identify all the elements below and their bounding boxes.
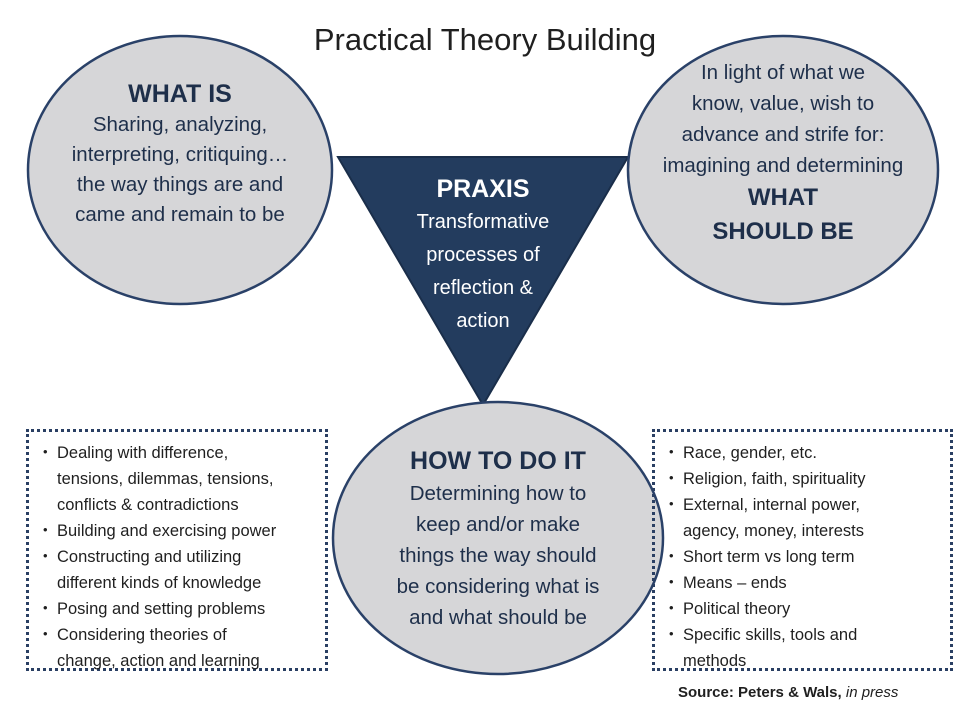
how-to-do-it-line: things the way should	[399, 544, 597, 567]
bullet-continuation: different kinds of knowledge	[57, 574, 262, 592]
right-factors-box: Race, gender, etc.Religion, faith, spiri…	[652, 429, 953, 671]
praxis-line: reflection &	[432, 277, 534, 299]
bullet-continuation: agency, money, interests	[683, 522, 864, 540]
what-is-heading: WHAT IS	[128, 80, 232, 108]
praxis-line: Transformative	[416, 211, 550, 233]
what-is-line: came and remain to be	[75, 203, 285, 226]
praxis-triangle	[336, 156, 630, 407]
how-to-do-it-line: Determining how to	[409, 482, 587, 505]
source-status: in press	[845, 684, 899, 701]
praxis-heading: PRAXIS	[436, 175, 530, 203]
what-is-line: interpreting, critiquing…	[71, 143, 289, 166]
what-should-be-line: advance and strife for:	[681, 123, 885, 146]
bullet-item: Specific skills, tools and	[661, 621, 944, 648]
what-should-be-line: imagining and determining	[662, 154, 904, 177]
what-should-be-block: In light of what we know, value, wish to…	[628, 57, 938, 249]
source-authors: Peters & Wals,	[738, 684, 842, 701]
bullet-item: Race, gender, etc.	[661, 439, 944, 466]
right-factors-list: Race, gender, etc.Religion, faith, spiri…	[661, 439, 944, 674]
what-is-ellipse	[26, 34, 334, 306]
bullet-item: Religion, faith, spirituality	[661, 465, 944, 492]
how-to-do-it-line: be considering what is	[396, 575, 600, 598]
what-should-be-heading: SHOULD BE	[712, 218, 854, 245]
source-citation: Source: Peters & Wals, in press	[678, 684, 898, 701]
how-to-do-it-heading: HOW TO DO IT	[410, 447, 586, 475]
praxis-line: processes of	[426, 244, 540, 266]
what-is-line: Sharing, analyzing,	[92, 113, 268, 136]
what-is-block: WHAT IS Sharing, analyzing, interpreting…	[30, 78, 330, 230]
what-should-be-line: know, value, wish to	[691, 92, 875, 115]
how-to-do-it-block: HOW TO DO IT Determining how to keep and…	[348, 444, 648, 633]
what-should-be-heading: WHAT	[747, 184, 819, 211]
praxis-line: action	[456, 310, 510, 332]
bullet-item: Considering theories of	[35, 621, 319, 648]
bullet-item: Dealing with difference,	[35, 439, 319, 466]
left-factors-box: Dealing with difference, tensions, dilemm…	[26, 429, 328, 671]
what-should-be-ellipse	[626, 34, 940, 306]
bullet-item: Political theory	[661, 595, 944, 622]
bullet-item: Posing and setting problems	[35, 595, 319, 622]
bullet-item: Short term vs long term	[661, 543, 944, 570]
page-title: Practical Theory Building	[313, 22, 657, 57]
how-to-do-it-line: keep and/or make	[415, 513, 581, 536]
bullet-continuation: change, action and learning	[57, 652, 260, 670]
bullet-continuation: methods	[683, 652, 747, 670]
how-to-do-it-line: and what should be	[409, 606, 587, 629]
bullet-item: Building and exercising power	[35, 517, 319, 544]
left-factors-list: Dealing with difference, tensions, dilemm…	[35, 439, 319, 674]
what-is-line: the way things are and	[76, 173, 284, 196]
source-label: Source:	[678, 684, 734, 701]
what-should-be-line: In light of what we	[700, 61, 866, 84]
bullet-continuation: tensions, dilemmas, tensions,	[57, 470, 274, 488]
bullet-item: Means – ends	[661, 569, 944, 596]
bullet-item: External, internal power,	[661, 491, 944, 518]
bullet-item: Constructing and utilizing	[35, 543, 319, 570]
how-to-do-it-ellipse	[331, 400, 665, 676]
bullet-continuation: conflicts & contradictions	[57, 496, 239, 514]
praxis-block: PRAXIS Transformative processes of refle…	[383, 172, 583, 338]
